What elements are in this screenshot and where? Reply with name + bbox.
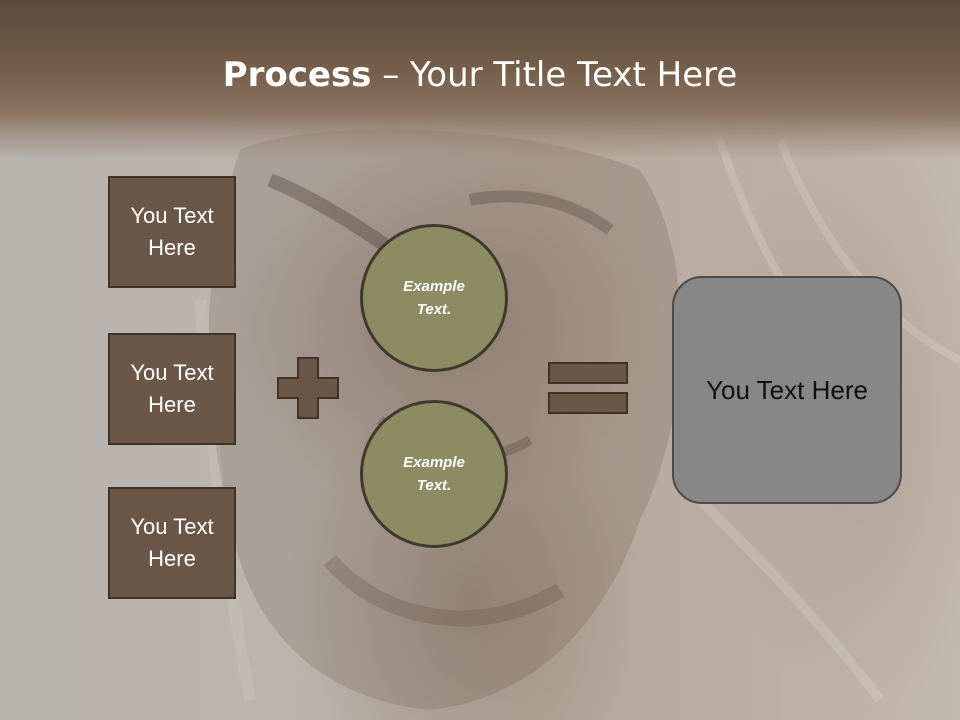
slide-title: Process – Your Title Text Here — [0, 52, 960, 98]
example-circle-1-label: Example Text. — [403, 278, 465, 318]
example-circle-1: Example Text. — [360, 224, 508, 372]
text-box-3-label: You Text Here — [130, 514, 214, 571]
example-circle-2-label: Example Text. — [403, 454, 465, 494]
example-circle-2: Example Text. — [360, 400, 508, 548]
text-box-1-label: You Text Here — [130, 203, 214, 260]
text-box-1: You Text Here — [108, 176, 236, 288]
text-box-2: You Text Here — [108, 333, 236, 445]
result-box: You Text Here — [672, 276, 902, 504]
result-box-label: You Text Here — [706, 374, 868, 405]
title-bold: Process — [222, 55, 372, 95]
title-band — [0, 0, 960, 160]
equals-icon — [548, 362, 628, 414]
text-box-3: You Text Here — [108, 487, 236, 599]
text-box-2-label: You Text Here — [130, 360, 214, 417]
title-rest: – Your Title Text Here — [371, 55, 738, 95]
plus-icon — [277, 357, 339, 419]
